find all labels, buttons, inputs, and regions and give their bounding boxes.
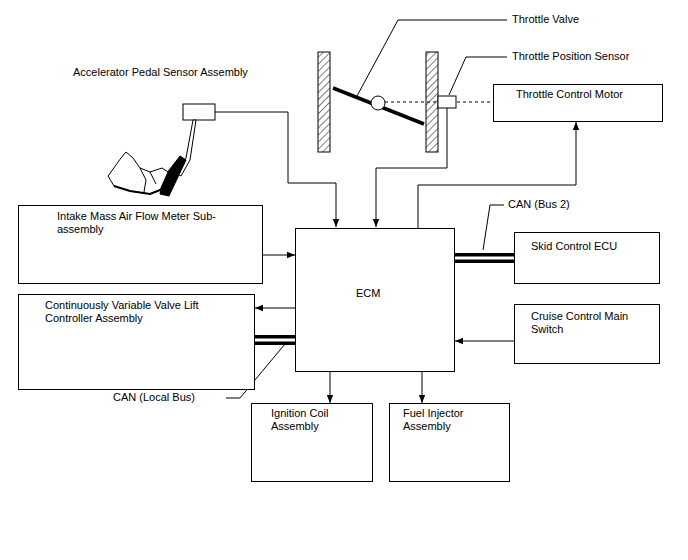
part-label: Throttle Position Sensor <box>511 50 630 63</box>
throttle-position-sensor <box>438 96 456 108</box>
signal-wire <box>376 108 447 227</box>
box-label: Cruise Control Main Switch <box>531 310 643 336</box>
leader-line <box>357 20 507 96</box>
box-label: Skid Control ECU <box>531 240 651 253</box>
injector-box: Fuel Injector Assembly <box>389 403 510 482</box>
motor-box: Throttle Control Motor <box>493 84 663 122</box>
signal-line <box>455 341 514 342</box>
box-label: Continuously Variable Valve Lift Control… <box>45 299 225 325</box>
shoe-sole <box>114 186 160 194</box>
sensor-box: Intake Mass Air Flow Meter Sub-assembly <box>18 205 263 284</box>
throttle-wall <box>318 52 330 152</box>
pedal-sensor <box>183 104 215 120</box>
signal-line <box>263 255 295 256</box>
signal-line <box>330 372 331 403</box>
ecu-box: Skid Control ECU <box>514 232 660 284</box>
signal-line <box>418 122 576 228</box>
switch-box: Cruise Control Main Switch <box>514 304 660 364</box>
box-label: Throttle Control Motor <box>516 88 656 101</box>
can-bus <box>255 340 295 341</box>
signal-line <box>255 308 295 309</box>
can-bus <box>455 258 514 259</box>
ecm-box: ECM <box>295 228 455 372</box>
box-label: Fuel Injector Assembly <box>403 407 498 433</box>
signal-line <box>422 372 423 403</box>
part-label: Throttle Valve <box>511 13 580 26</box>
leader-line <box>483 205 504 250</box>
part-label: CAN (Bus 2) <box>507 198 571 211</box>
part-label: Accelerator Pedal Sensor Assembly <box>72 66 249 79</box>
controller-box: Continuously Variable Valve Lift Control… <box>18 294 255 390</box>
shoe <box>108 152 168 194</box>
box-label: Intake Mass Air Flow Meter Sub-assembly <box>57 210 222 236</box>
throttle-plate <box>333 88 424 124</box>
box-label: Ignition Coil Assembly <box>271 407 361 433</box>
box-label: ECM <box>356 287 396 300</box>
shoe-detail <box>140 168 156 192</box>
part-label: CAN (Local Bus) <box>112 391 196 404</box>
coil-box: Ignition Coil Assembly <box>251 403 373 482</box>
throttle-shaft <box>371 96 385 110</box>
